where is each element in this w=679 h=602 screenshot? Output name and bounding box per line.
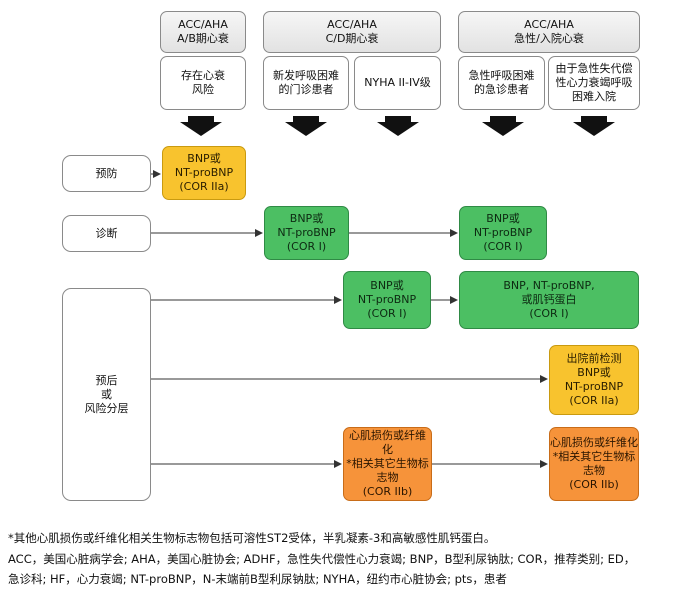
box-prognosis-injury-acute: 心肌损伤或纤维化 *相关其它生物标 志物 (COR IIb): [549, 427, 639, 501]
header-acute-stage: ACC/AHA 急性/入院心衰: [458, 11, 640, 53]
down-arrow-ab: [180, 116, 222, 136]
footnote-line-3: 急诊科; HF，心力衰竭; NT-proBNP，N-末端前B型利尿钠肽; NYH…: [8, 572, 507, 586]
subheader-nyha: NYHA II-IV级: [354, 56, 441, 110]
box-diagnosis-acute-bnp: BNP或 NT-proBNP (COR I): [459, 206, 547, 260]
box-diagnosis-cd-bnp: BNP或 NT-proBNP (COR I): [264, 206, 349, 260]
row-label-prognosis: 预后 或 风险分层: [62, 288, 151, 501]
box-prognosis-predischarge-bnp: 出院前检测 BNP或 NT-proBNP (COR IIa): [549, 345, 639, 415]
box-prognosis-injury-cd: 心肌损伤或纤维化 *相关其它生物标 志物 (COR IIb): [343, 427, 432, 501]
down-arrow-acute-er: [482, 116, 524, 136]
box-prognosis-cd-bnp: BNP或 NT-proBNP (COR I): [343, 271, 431, 329]
footnote-line-2: ACC，美国心脏病学会; AHA，美国心脏协会; ADHF，急性失代偿性心力衰竭…: [8, 552, 636, 566]
down-arrow-acute-admit: [573, 116, 615, 136]
box-prevention-bnp: BNP或 NT-proBNP (COR IIa): [162, 146, 246, 200]
subheader-at-risk: 存在心衰 风险: [160, 56, 246, 110]
box-prognosis-acute-bnp-troponin: BNP, NT-proBNP, 或肌钙蛋白 (COR I): [459, 271, 639, 329]
subheader-new-dyspnea-outpatient: 新发呼吸困难 的门诊患者: [263, 56, 349, 110]
row-label-prevention: 预防: [62, 155, 151, 192]
down-arrow-cd-new: [285, 116, 327, 136]
subheader-acute-dyspnea-er: 急性呼吸困难 的急诊患者: [458, 56, 545, 110]
down-arrow-cd-nyha: [377, 116, 419, 136]
footnote-line-1: *其他心肌损伤或纤维化相关生物标志物包括可溶性ST2受体，半乳凝素-3和高敏感性…: [8, 531, 496, 545]
header-cd-stage: ACC/AHA C/D期心衰: [263, 11, 441, 53]
header-ab-stage: ACC/AHA A/B期心衰: [160, 11, 246, 53]
row-label-diagnosis: 诊断: [62, 215, 151, 252]
subheader-adhf-admission: 由于急性失代偿 性心力衰竭呼吸 困难入院: [548, 56, 640, 110]
